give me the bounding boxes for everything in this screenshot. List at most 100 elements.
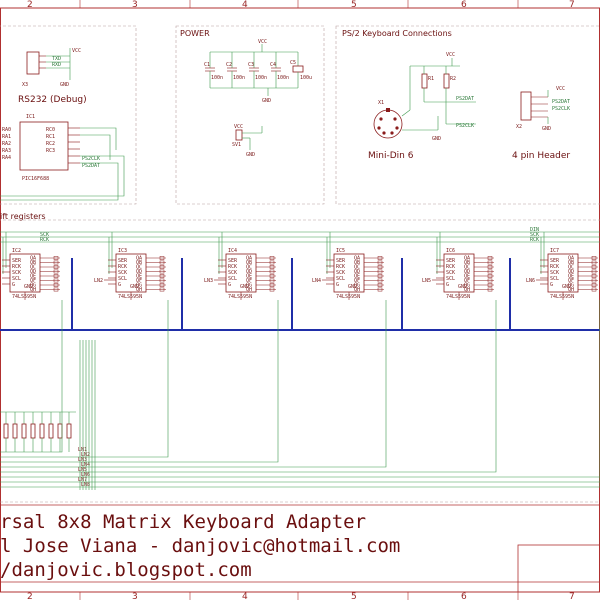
chip-part-label: 74LS595N <box>118 294 142 300</box>
header-ref: X2 <box>516 124 522 130</box>
chip-output-diode <box>487 265 493 269</box>
chip-pin-left-label: RCK <box>228 264 237 270</box>
chip-pin-right-label: QB <box>136 260 142 266</box>
chip-output-diode <box>159 287 165 292</box>
mini-din-connector <box>373 108 439 139</box>
chip-pin-right-label: QB <box>354 260 360 266</box>
resistor-body <box>30 423 36 439</box>
chip-output-diode <box>487 260 493 265</box>
ln-wire-label: LN7 <box>78 477 87 483</box>
header-label: 4 pin Header <box>512 151 570 161</box>
chip-pin-right-label: QG <box>354 283 360 289</box>
chip-pin-right-label: QE <box>568 274 574 280</box>
chip-ln-label: LN5 <box>422 278 431 284</box>
zone-top-5: 5 <box>351 0 357 10</box>
chip-pin-left-label: SCK <box>228 270 237 276</box>
chip-output-diode <box>159 256 165 260</box>
chip-pin-right-label: QB <box>246 260 252 266</box>
power-connector-vcc: VCC <box>234 124 243 130</box>
pic-ps2clk-label: PS2CLK <box>82 156 100 162</box>
zone-top-6: 6 <box>461 0 467 10</box>
resistor-body <box>12 423 18 439</box>
pic-pin-ra3: RA3 <box>2 148 11 154</box>
chip-pin-right-label: QE <box>136 274 142 280</box>
chip-part-label: 74LS595N <box>12 294 36 300</box>
chip-output-diode <box>53 256 59 260</box>
chip-pin-right-label: QA <box>464 256 470 262</box>
chip-gnd-label: GND <box>348 284 357 290</box>
ln-wire-label: LN4 <box>81 462 90 468</box>
pic-ps2dat-label: PS2DAT <box>82 163 100 169</box>
ln-wire-label: LN1 <box>78 447 87 453</box>
zone-bottom-6: 6 <box>461 592 467 600</box>
ln-wire-label: LN2 <box>81 452 90 458</box>
chip-pin-right-label: QE <box>246 274 252 280</box>
cap-c3-value: 100n <box>255 75 267 81</box>
chip-output-diode <box>377 260 383 265</box>
rs232-gnd-label: GND <box>60 82 69 88</box>
cap-c4-ref: C4 <box>270 62 276 68</box>
chip-output-diode <box>591 256 597 260</box>
chip-pin-right-label: QA <box>568 256 574 262</box>
chip-pin-right-label: QC <box>464 265 470 271</box>
cap-c1-ref: C1 <box>204 62 210 68</box>
chip-output-diode <box>53 260 59 265</box>
power-section-title: POWER <box>180 29 210 38</box>
shift-register-chips: IC2SERRCKSCKSCLGQAQBQCQDQEQFQGQHGND74LS5… <box>2 232 598 300</box>
chip-pin-right-label: QC <box>136 265 142 271</box>
title-line-3: /danjovic.blogspot.com <box>0 559 252 581</box>
chip-part-label: 74LS595N <box>550 294 574 300</box>
chip-pin-right-label: QH <box>568 287 574 293</box>
chip-pin-left-label: RCK <box>550 264 559 270</box>
resistor-body <box>21 423 27 439</box>
ps2-pullups <box>409 58 476 125</box>
chip-pin-right-label: QE <box>464 274 470 280</box>
chip-output-diode <box>591 260 597 265</box>
chip-output-diode <box>269 274 275 278</box>
chip-pin-right-label: QD <box>136 269 142 275</box>
ps2-dat-label: PS2DAT <box>456 96 474 102</box>
chip-output-diode <box>159 269 165 274</box>
sck-label-left: SCK <box>40 232 49 238</box>
chip-output-diode <box>159 260 165 265</box>
chip-pin-left-label: SCK <box>550 270 559 276</box>
chip-gnd-label: GND <box>240 284 249 290</box>
chip-output-diode <box>377 274 383 278</box>
chip-pin-left-label: G <box>550 282 553 288</box>
shift-register-1: IC2SERRCKSCKSCLGQAQBQCQDQEQFQGQHGND74LS5… <box>2 232 60 300</box>
zone-bottom-3: 3 <box>132 592 138 600</box>
chip-pin-left-label: RCK <box>12 264 21 270</box>
ln-wire <box>0 300 600 483</box>
chip-pin-left-label: SCL <box>336 276 345 282</box>
chip-pin-right-label: QF <box>136 278 142 284</box>
shift-register-6: IC7SERRCKSCKSCLGQAQBQCQDQEQFQGQHGND74LS5… <box>526 232 598 300</box>
chip-ref-label: IC5 <box>336 248 345 254</box>
chip-pin-right-label: QC <box>568 265 574 271</box>
zone-top-4: 4 <box>242 0 248 10</box>
ln-wire-label: LN5 <box>78 467 87 473</box>
chip-pin-right-label: QG <box>136 283 142 289</box>
chip-pin-left-label: SER <box>550 258 560 264</box>
rs232-section-title: RS232 (Debug) <box>18 95 87 105</box>
pic-microcontroller <box>0 121 125 201</box>
resistor-array <box>0 411 76 452</box>
power-connector <box>235 126 263 150</box>
cap-c5-value: 100u <box>300 75 312 81</box>
chip-pin-right-label: QB <box>30 260 36 266</box>
power-connector-ref: SV1 <box>232 142 241 148</box>
chip-output-diode <box>53 278 59 283</box>
rs232-connector <box>26 48 71 80</box>
chip-ref-label: IC6 <box>446 248 455 254</box>
chip-pin-left-label: SCL <box>550 276 559 282</box>
ps2-vcc-label: VCC <box>446 52 455 58</box>
chip-pin-left-label: SCK <box>446 270 455 276</box>
title-line-2: l Jose Viana - danjovic@hotmail.com <box>0 535 400 557</box>
power-gnd-label: GND <box>262 98 271 104</box>
ln-wire-label: LN3 <box>78 457 87 463</box>
chip-pin-left-label: RCK <box>446 264 455 270</box>
chip-pin-right-label: QH <box>354 287 360 293</box>
chip-pin-right-label: QG <box>30 283 36 289</box>
cap-c4-value: 100n <box>277 75 289 81</box>
chip-output-diode <box>53 269 59 274</box>
chip-output-diode <box>377 287 383 292</box>
